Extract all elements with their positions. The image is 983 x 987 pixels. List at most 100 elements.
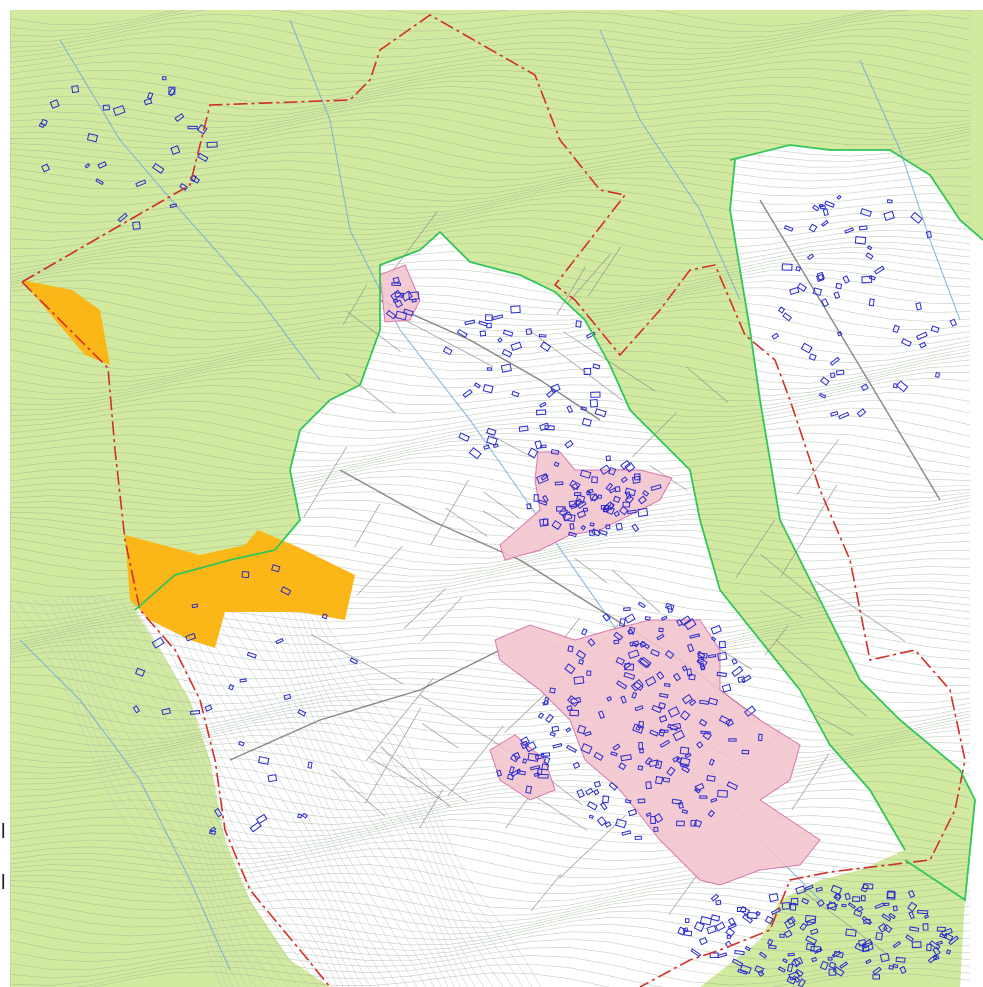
- building: [699, 662, 706, 671]
- building: [604, 821, 612, 828]
- building: [589, 522, 595, 527]
- building: [835, 369, 845, 376]
- building: [836, 194, 842, 200]
- building: [939, 933, 948, 939]
- building: [714, 921, 726, 932]
- building: [549, 687, 556, 694]
- building: [394, 292, 405, 298]
- building: [787, 952, 795, 957]
- building: [810, 945, 822, 953]
- building: [650, 648, 660, 657]
- parcel-line: [559, 815, 626, 879]
- building: [239, 678, 247, 683]
- building: [690, 819, 697, 827]
- building: [854, 236, 867, 245]
- parcel-line: [611, 569, 661, 613]
- contour-line: [10, 483, 971, 514]
- contour-line: [281, 598, 494, 987]
- building: [695, 741, 704, 749]
- contour-line: [10, 600, 222, 987]
- building: [496, 769, 503, 777]
- building: [71, 85, 80, 94]
- building: [658, 715, 668, 723]
- building: [605, 455, 611, 462]
- building: [588, 814, 594, 819]
- contour-line: [10, 415, 971, 447]
- building: [596, 816, 607, 827]
- building: [796, 282, 807, 292]
- building: [209, 826, 217, 833]
- building: [650, 484, 662, 491]
- building: [533, 494, 539, 502]
- building: [710, 797, 718, 803]
- contour-line: [10, 756, 971, 788]
- parcel-line: [419, 694, 513, 754]
- parcel-line: [420, 597, 463, 642]
- building: [613, 631, 624, 641]
- building: [627, 628, 634, 635]
- building: [97, 161, 107, 169]
- building: [708, 758, 715, 766]
- building: [808, 353, 817, 361]
- building: [881, 913, 892, 922]
- building: [491, 314, 504, 321]
- building: [842, 275, 850, 284]
- building: [915, 302, 922, 311]
- contour-line: [10, 325, 971, 356]
- building: [538, 333, 547, 338]
- road-line: [379, 299, 601, 421]
- parcel-line: [429, 479, 469, 546]
- contour-line: [10, 516, 971, 545]
- contour-line: [100, 595, 326, 987]
- building: [511, 390, 520, 398]
- building: [271, 564, 281, 573]
- building: [698, 718, 708, 727]
- building: [280, 586, 292, 596]
- vegetation-edge-line: [729, 159, 976, 902]
- building: [132, 221, 141, 230]
- building: [826, 901, 837, 910]
- building: [654, 760, 663, 769]
- building: [484, 314, 493, 322]
- building: [585, 331, 596, 339]
- building: [666, 766, 676, 777]
- building: [593, 751, 604, 761]
- contour-line: [10, 741, 971, 771]
- building: [757, 969, 765, 977]
- building: [117, 212, 128, 223]
- contour-line: [10, 476, 971, 505]
- building: [605, 482, 614, 491]
- building: [653, 826, 659, 832]
- building: [683, 617, 697, 631]
- building: [615, 656, 625, 666]
- building: [727, 917, 736, 926]
- building: [608, 466, 617, 476]
- building: [241, 570, 250, 579]
- building: [564, 439, 574, 449]
- building: [949, 318, 958, 327]
- building: [789, 902, 797, 911]
- contour-line: [10, 424, 971, 455]
- building: [152, 162, 165, 174]
- building: [717, 651, 728, 662]
- building: [707, 809, 716, 818]
- building: [651, 704, 663, 714]
- urban-zone: [489, 734, 556, 801]
- contour-line: [10, 20, 971, 50]
- building: [833, 291, 841, 299]
- parcel-line: [444, 507, 488, 537]
- contour-line: [10, 384, 971, 415]
- building: [672, 729, 686, 742]
- building: [793, 956, 804, 967]
- contour-line: [203, 599, 427, 987]
- building: [577, 500, 587, 509]
- building: [658, 728, 666, 737]
- contour-line: [10, 780, 971, 812]
- building: [185, 632, 197, 642]
- building: [275, 637, 284, 645]
- buildings: [38, 76, 960, 987]
- building: [637, 798, 646, 804]
- building: [790, 958, 801, 968]
- contour-line: [10, 650, 971, 680]
